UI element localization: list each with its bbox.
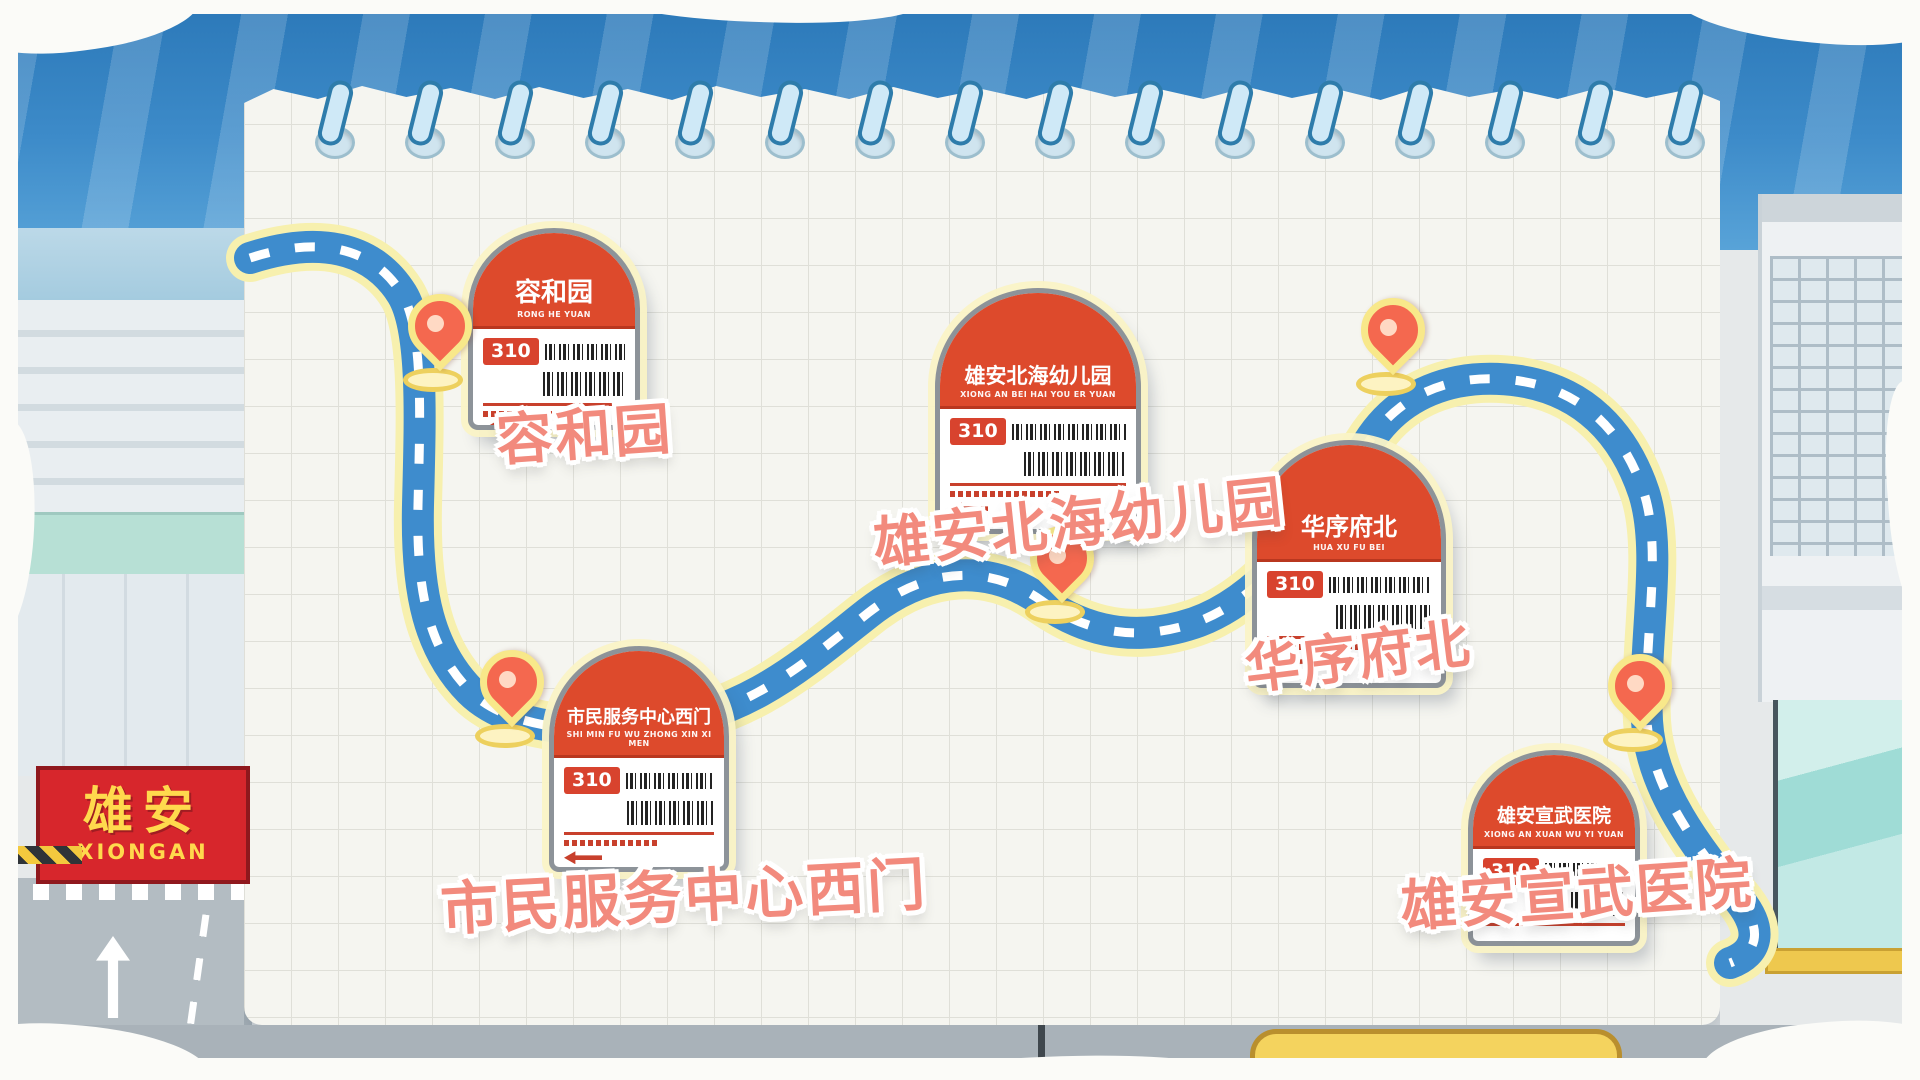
sign-body: 310 bbox=[554, 758, 724, 867]
stop-label-rongheyuan: 容和园 bbox=[494, 396, 676, 475]
sign-stop-pinyin: SHI MIN FU WU ZHONG XIN XI MEN bbox=[566, 730, 712, 749]
sign-stop-name: 雄安宣武医院 bbox=[1496, 804, 1611, 827]
binder-ring bbox=[582, 77, 626, 176]
xiongan-gate-sign-cn: 雄安 bbox=[83, 782, 203, 840]
binder-ring bbox=[1482, 77, 1526, 176]
fine-print bbox=[483, 411, 572, 418]
route-number-badge: 310 bbox=[483, 338, 539, 366]
pin-dot bbox=[499, 671, 516, 688]
sign-header: 市民服务中心西门 SHI MIN FU WU ZHONG XIN XI MEN bbox=[554, 651, 724, 759]
binder-ring bbox=[1302, 77, 1346, 176]
bus-stop-sign-huaxufubei: 华序府北 HUA XU FU BEI 310 bbox=[1252, 440, 1446, 688]
sign-panel: 市民服务中心西门 SHI MIN FU WU ZHONG XIN XI MEN … bbox=[549, 646, 729, 872]
barcode bbox=[1335, 605, 1431, 630]
barcode bbox=[544, 343, 625, 360]
route-number-badge: 310 bbox=[1483, 857, 1539, 885]
binder-ring bbox=[1122, 77, 1166, 176]
barcode bbox=[627, 801, 714, 826]
binder-ring bbox=[1662, 77, 1706, 176]
left-building-glass bbox=[0, 228, 252, 300]
sign-body: 310 bbox=[473, 329, 635, 425]
right-glass-facade bbox=[1773, 700, 1920, 950]
left-building-wall bbox=[0, 574, 252, 776]
binder-ring bbox=[852, 77, 896, 176]
sign-panel: 雄安北海幼儿园 XIONG AN BEI HAI YOU ER YUAN 310 bbox=[935, 288, 1141, 534]
xiongan-gate-sign-en: XIONGAN bbox=[77, 840, 209, 864]
red-divider bbox=[1483, 922, 1625, 926]
location-pin bbox=[459, 636, 558, 748]
sign-panel: 容和园 RONG HE YUAN 310 bbox=[468, 228, 640, 430]
location-pin bbox=[387, 280, 486, 392]
right-awning-strip bbox=[1765, 948, 1920, 974]
sign-panel: 雄安宣武医院 XIONG AN XUAN WU YI YUAN 310 bbox=[1468, 750, 1640, 946]
binder-ring bbox=[1572, 77, 1616, 176]
sign-stop-pinyin: HUA XU FU BEI bbox=[1313, 543, 1385, 553]
sign-stop-name: 雄安北海幼儿园 bbox=[964, 364, 1112, 389]
barcode bbox=[1544, 863, 1625, 880]
binder-ring bbox=[672, 77, 716, 176]
pin-dot bbox=[427, 315, 444, 332]
sign-stop-pinyin: XIONG AN BEI HAI YOU ER YUAN bbox=[960, 390, 1116, 400]
location-pin bbox=[1587, 640, 1686, 752]
binder-ring bbox=[402, 77, 446, 176]
left-building-floors bbox=[0, 300, 252, 512]
sign-header: 雄安宣武医院 XIONG AN XUAN WU YI YUAN bbox=[1473, 755, 1635, 849]
fine-print bbox=[564, 840, 657, 847]
location-pin bbox=[1009, 512, 1108, 624]
crosswalk bbox=[0, 884, 252, 900]
binder-ring bbox=[942, 77, 986, 176]
sign-header: 雄安北海幼儿园 XIONG AN BEI HAI YOU ER YUAN bbox=[940, 293, 1136, 410]
pin-base-ellipse bbox=[403, 368, 463, 392]
binder-ring bbox=[762, 77, 806, 176]
pin-base-ellipse bbox=[1603, 728, 1663, 752]
sign-body: 310 bbox=[940, 409, 1136, 529]
bus-stop-sign-xuanwuyiyuan: 雄安宣武医院 XIONG AN XUAN WU YI YUAN 310 bbox=[1468, 750, 1640, 946]
bus-stop-sign-rongheyuan: 容和园 RONG HE YUAN 310 bbox=[468, 228, 640, 430]
sign-stop-name: 市民服务中心西门 bbox=[567, 706, 711, 728]
barcode bbox=[1011, 423, 1126, 440]
pin-base-ellipse bbox=[475, 724, 535, 748]
pin-base-ellipse bbox=[1025, 600, 1085, 624]
route-number-badge: 310 bbox=[1267, 571, 1323, 599]
route-number-badge: 310 bbox=[564, 767, 620, 795]
pin-dot bbox=[1627, 675, 1644, 692]
sign-stop-pinyin: XIONG AN XUAN WU YI YUAN bbox=[1484, 829, 1624, 839]
binder-ring bbox=[1392, 77, 1436, 176]
route-number-badge: 310 bbox=[950, 418, 1006, 446]
red-divider bbox=[564, 832, 714, 836]
barcode bbox=[1328, 576, 1431, 593]
fine-print bbox=[950, 491, 1060, 498]
sign-body: 310 bbox=[1473, 849, 1635, 941]
binder-ring bbox=[312, 77, 356, 176]
bus-stop-sign-shiminfuwu: 市民服务中心西门 SHI MIN FU WU ZHONG XIN XI MEN … bbox=[549, 646, 729, 872]
bus-stop-sign-xionganbeihai: 雄安北海幼儿园 XIONG AN BEI HAI YOU ER YUAN 310 bbox=[935, 288, 1141, 534]
location-pin bbox=[1340, 284, 1439, 396]
red-divider bbox=[483, 403, 625, 407]
sign-panel: 华序府北 HUA XU FU BEI 310 bbox=[1252, 440, 1446, 688]
sign-body: 310 bbox=[1257, 562, 1441, 683]
binder-ring bbox=[1032, 77, 1076, 176]
pin-dot bbox=[1049, 547, 1066, 564]
barcode bbox=[542, 372, 625, 397]
barcode bbox=[625, 772, 714, 789]
sign-header: 容和园 RONG HE YUAN bbox=[473, 233, 635, 330]
red-divider bbox=[1267, 636, 1431, 640]
red-divider bbox=[950, 483, 1126, 487]
xiongan-gate-sign: 雄安 XIONGAN bbox=[36, 766, 250, 884]
barcode bbox=[1023, 452, 1126, 477]
sign-stop-name: 容和园 bbox=[514, 277, 593, 308]
binder-ring bbox=[1212, 77, 1256, 176]
left-building-teal-band bbox=[0, 512, 252, 577]
pin-base-ellipse bbox=[1356, 372, 1416, 396]
barcode bbox=[1542, 891, 1625, 916]
right-building-cornice bbox=[1762, 194, 1920, 222]
sign-stop-pinyin: RONG HE YUAN bbox=[517, 310, 591, 320]
fine-print bbox=[1267, 644, 1369, 651]
pin-dot bbox=[1380, 319, 1397, 336]
sign-stop-name: 华序府北 bbox=[1301, 512, 1397, 541]
striped-barrier bbox=[0, 846, 82, 864]
binder-ring bbox=[492, 77, 536, 176]
left-building bbox=[0, 228, 252, 776]
